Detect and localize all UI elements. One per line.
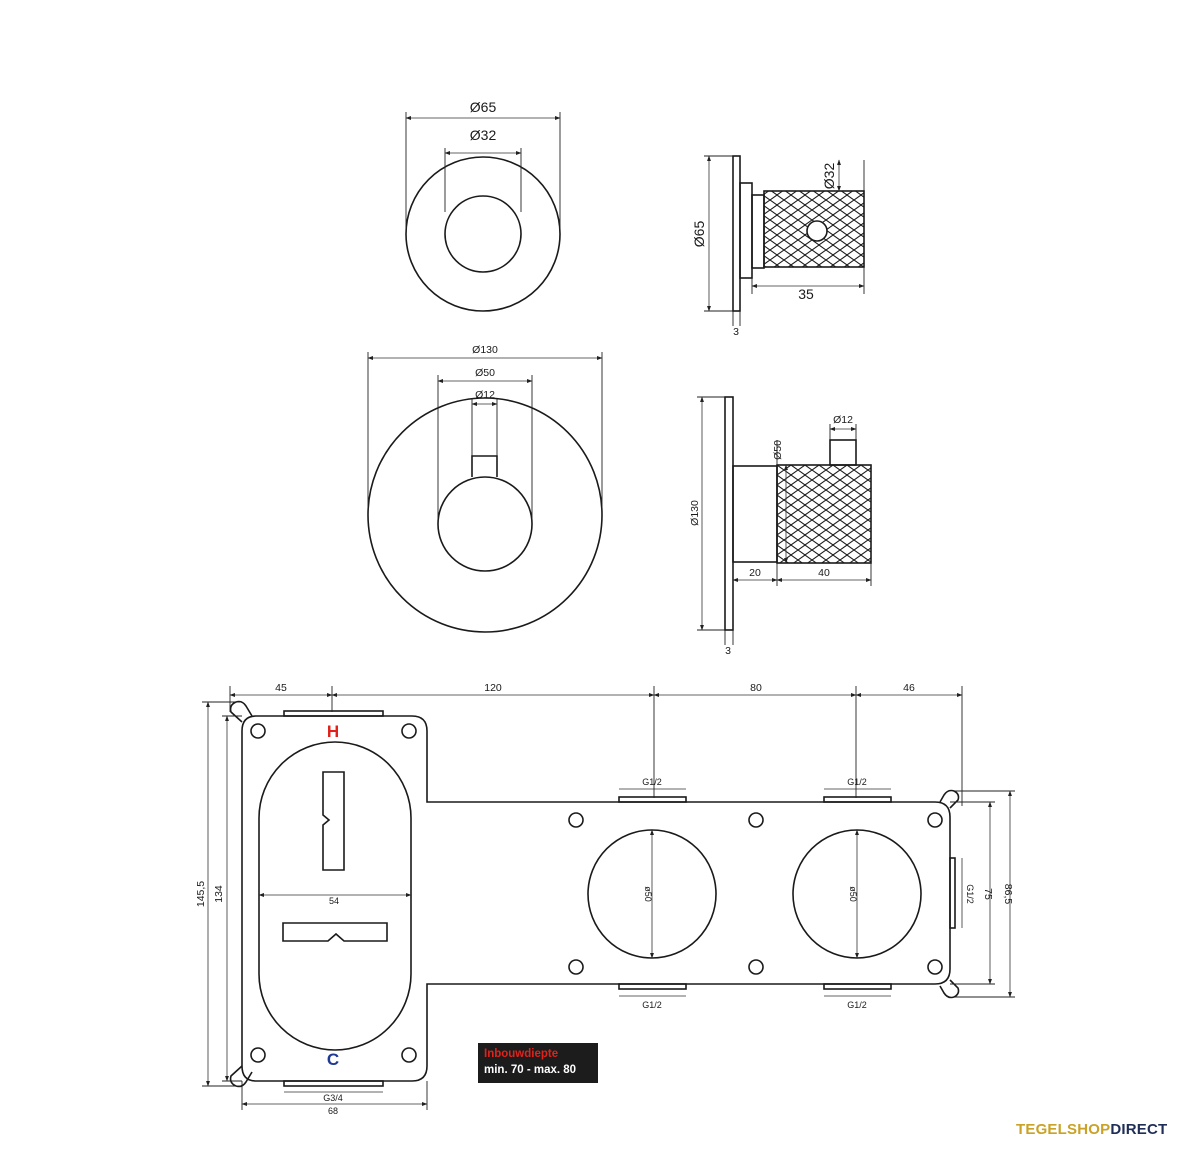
port-top-2-tab — [823, 796, 892, 803]
cold-label: C — [327, 1050, 339, 1069]
concealed-box-plan: 54 H C ø50 ø50 G1/2 G1/2 G1/2 G1/2 G1/2 … — [195, 682, 1015, 1116]
screw-hole — [748, 812, 764, 828]
dim-bore-1: ø50 — [643, 886, 653, 902]
brand-part1: TEGELSHOP — [1016, 1121, 1111, 1138]
dim-top-1: 45 — [275, 682, 287, 694]
hot-inlet-tab — [283, 710, 384, 717]
spindle-outline — [471, 455, 498, 477]
rosette-plate — [732, 155, 741, 312]
knurled-handle — [776, 464, 872, 564]
cold-inlet-tab — [283, 1080, 384, 1087]
install-depth-title: Inbouwdiepte — [484, 1048, 559, 1060]
dim-handle-dia: Ø50 — [772, 440, 784, 460]
cartridge-slot-horizontal — [282, 922, 388, 942]
screw-hole — [568, 812, 584, 828]
handle-outline — [444, 195, 522, 273]
ear-top-right — [939, 789, 960, 809]
dim-outer-dia: Ø130 — [472, 344, 498, 356]
thermostat-side-view: Ø130 Ø50 Ø12 20 40 3 — [689, 396, 872, 657]
dim-right-inner: 75 — [982, 888, 994, 900]
port-top-1-label: G1/2 — [642, 777, 662, 787]
sleeve — [732, 465, 778, 563]
dim-overall-height: 145,5 — [195, 881, 207, 907]
dim-rosette-dia: Ø130 — [689, 500, 701, 526]
screw-hole — [568, 959, 584, 975]
inlet-label: G3/4 — [323, 1093, 343, 1103]
port-bottom-2-tab — [823, 983, 892, 990]
screw-hole — [401, 723, 417, 739]
spindle — [829, 439, 857, 466]
dim-offset: 20 — [749, 567, 761, 579]
dim-rosette-dia: Ø65 — [691, 221, 707, 248]
dim-top-2: 120 — [484, 682, 502, 694]
dim-inner-width: 54 — [329, 896, 339, 906]
hot-label: H — [327, 722, 339, 741]
dim-handle-length: 35 — [798, 286, 814, 302]
dim-top-3: 80 — [750, 682, 762, 694]
ear-bottom-left — [229, 1065, 253, 1088]
dim-right-outer: 86,5 — [1002, 884, 1014, 905]
dim-body-height: 134 — [213, 885, 225, 903]
port-right-label: G1/2 — [965, 884, 975, 904]
handle-outline — [437, 476, 533, 572]
dim-outer-dia: Ø65 — [470, 99, 497, 115]
dim-handle-length: 40 — [818, 567, 830, 579]
rosette-outline — [367, 397, 603, 633]
dim-bottom-width: 68 — [328, 1106, 338, 1116]
thermostat-front-view: Ø130 Ø50 Ø12 — [367, 344, 603, 633]
ear-bottom-right — [939, 979, 960, 999]
knurled-handle — [763, 190, 865, 268]
install-depth-note: Inbouwdiepte min. 70 - max. 80 — [478, 1043, 598, 1083]
dim-handle-dia: Ø50 — [475, 367, 495, 379]
dim-spindle-dia: Ø12 — [475, 389, 495, 401]
port-right-tab — [949, 857, 956, 929]
screw-hole — [748, 959, 764, 975]
port-top-2-label: G1/2 — [847, 777, 867, 787]
dim-plate-thickness: 3 — [733, 326, 739, 338]
brand-part2: DIRECT — [1110, 1121, 1168, 1138]
install-depth-range: min. 70 - max. 80 — [484, 1064, 577, 1076]
port-bottom-1-tab — [618, 983, 687, 990]
collar — [739, 182, 753, 279]
stop-valve-front-view: Ø65 Ø32 — [405, 99, 561, 312]
ear-top-left — [229, 700, 253, 723]
screw-hole — [927, 959, 943, 975]
screw-hole — [250, 1047, 266, 1063]
dim-inner-dia: Ø32 — [470, 127, 497, 143]
rosette-outline — [405, 156, 561, 312]
screw-hole — [401, 1047, 417, 1063]
dim-top-4: 46 — [903, 682, 915, 694]
rosette-plate — [724, 396, 734, 631]
set-screw-hole — [806, 220, 828, 242]
port-bottom-1-label: G1/2 — [642, 1000, 662, 1010]
port-bottom-2-label: G1/2 — [847, 1000, 867, 1010]
neck — [751, 194, 765, 269]
cartridge-slot-vertical — [322, 771, 345, 871]
dim-bore-2: ø50 — [848, 886, 858, 902]
screw-hole — [250, 723, 266, 739]
dim-plate-thickness: 3 — [725, 645, 731, 657]
brand-logo: TEGELSHOPDIRECT — [1016, 1121, 1167, 1138]
box-outline — [241, 715, 951, 1082]
dim-spindle-dia: Ø12 — [833, 414, 853, 426]
port-top-1-tab — [618, 796, 687, 803]
stop-valve-side-view: Ø65 Ø32 35 3 — [691, 155, 865, 338]
screw-hole — [927, 812, 943, 828]
dim-handle-dia: Ø32 — [821, 163, 837, 190]
